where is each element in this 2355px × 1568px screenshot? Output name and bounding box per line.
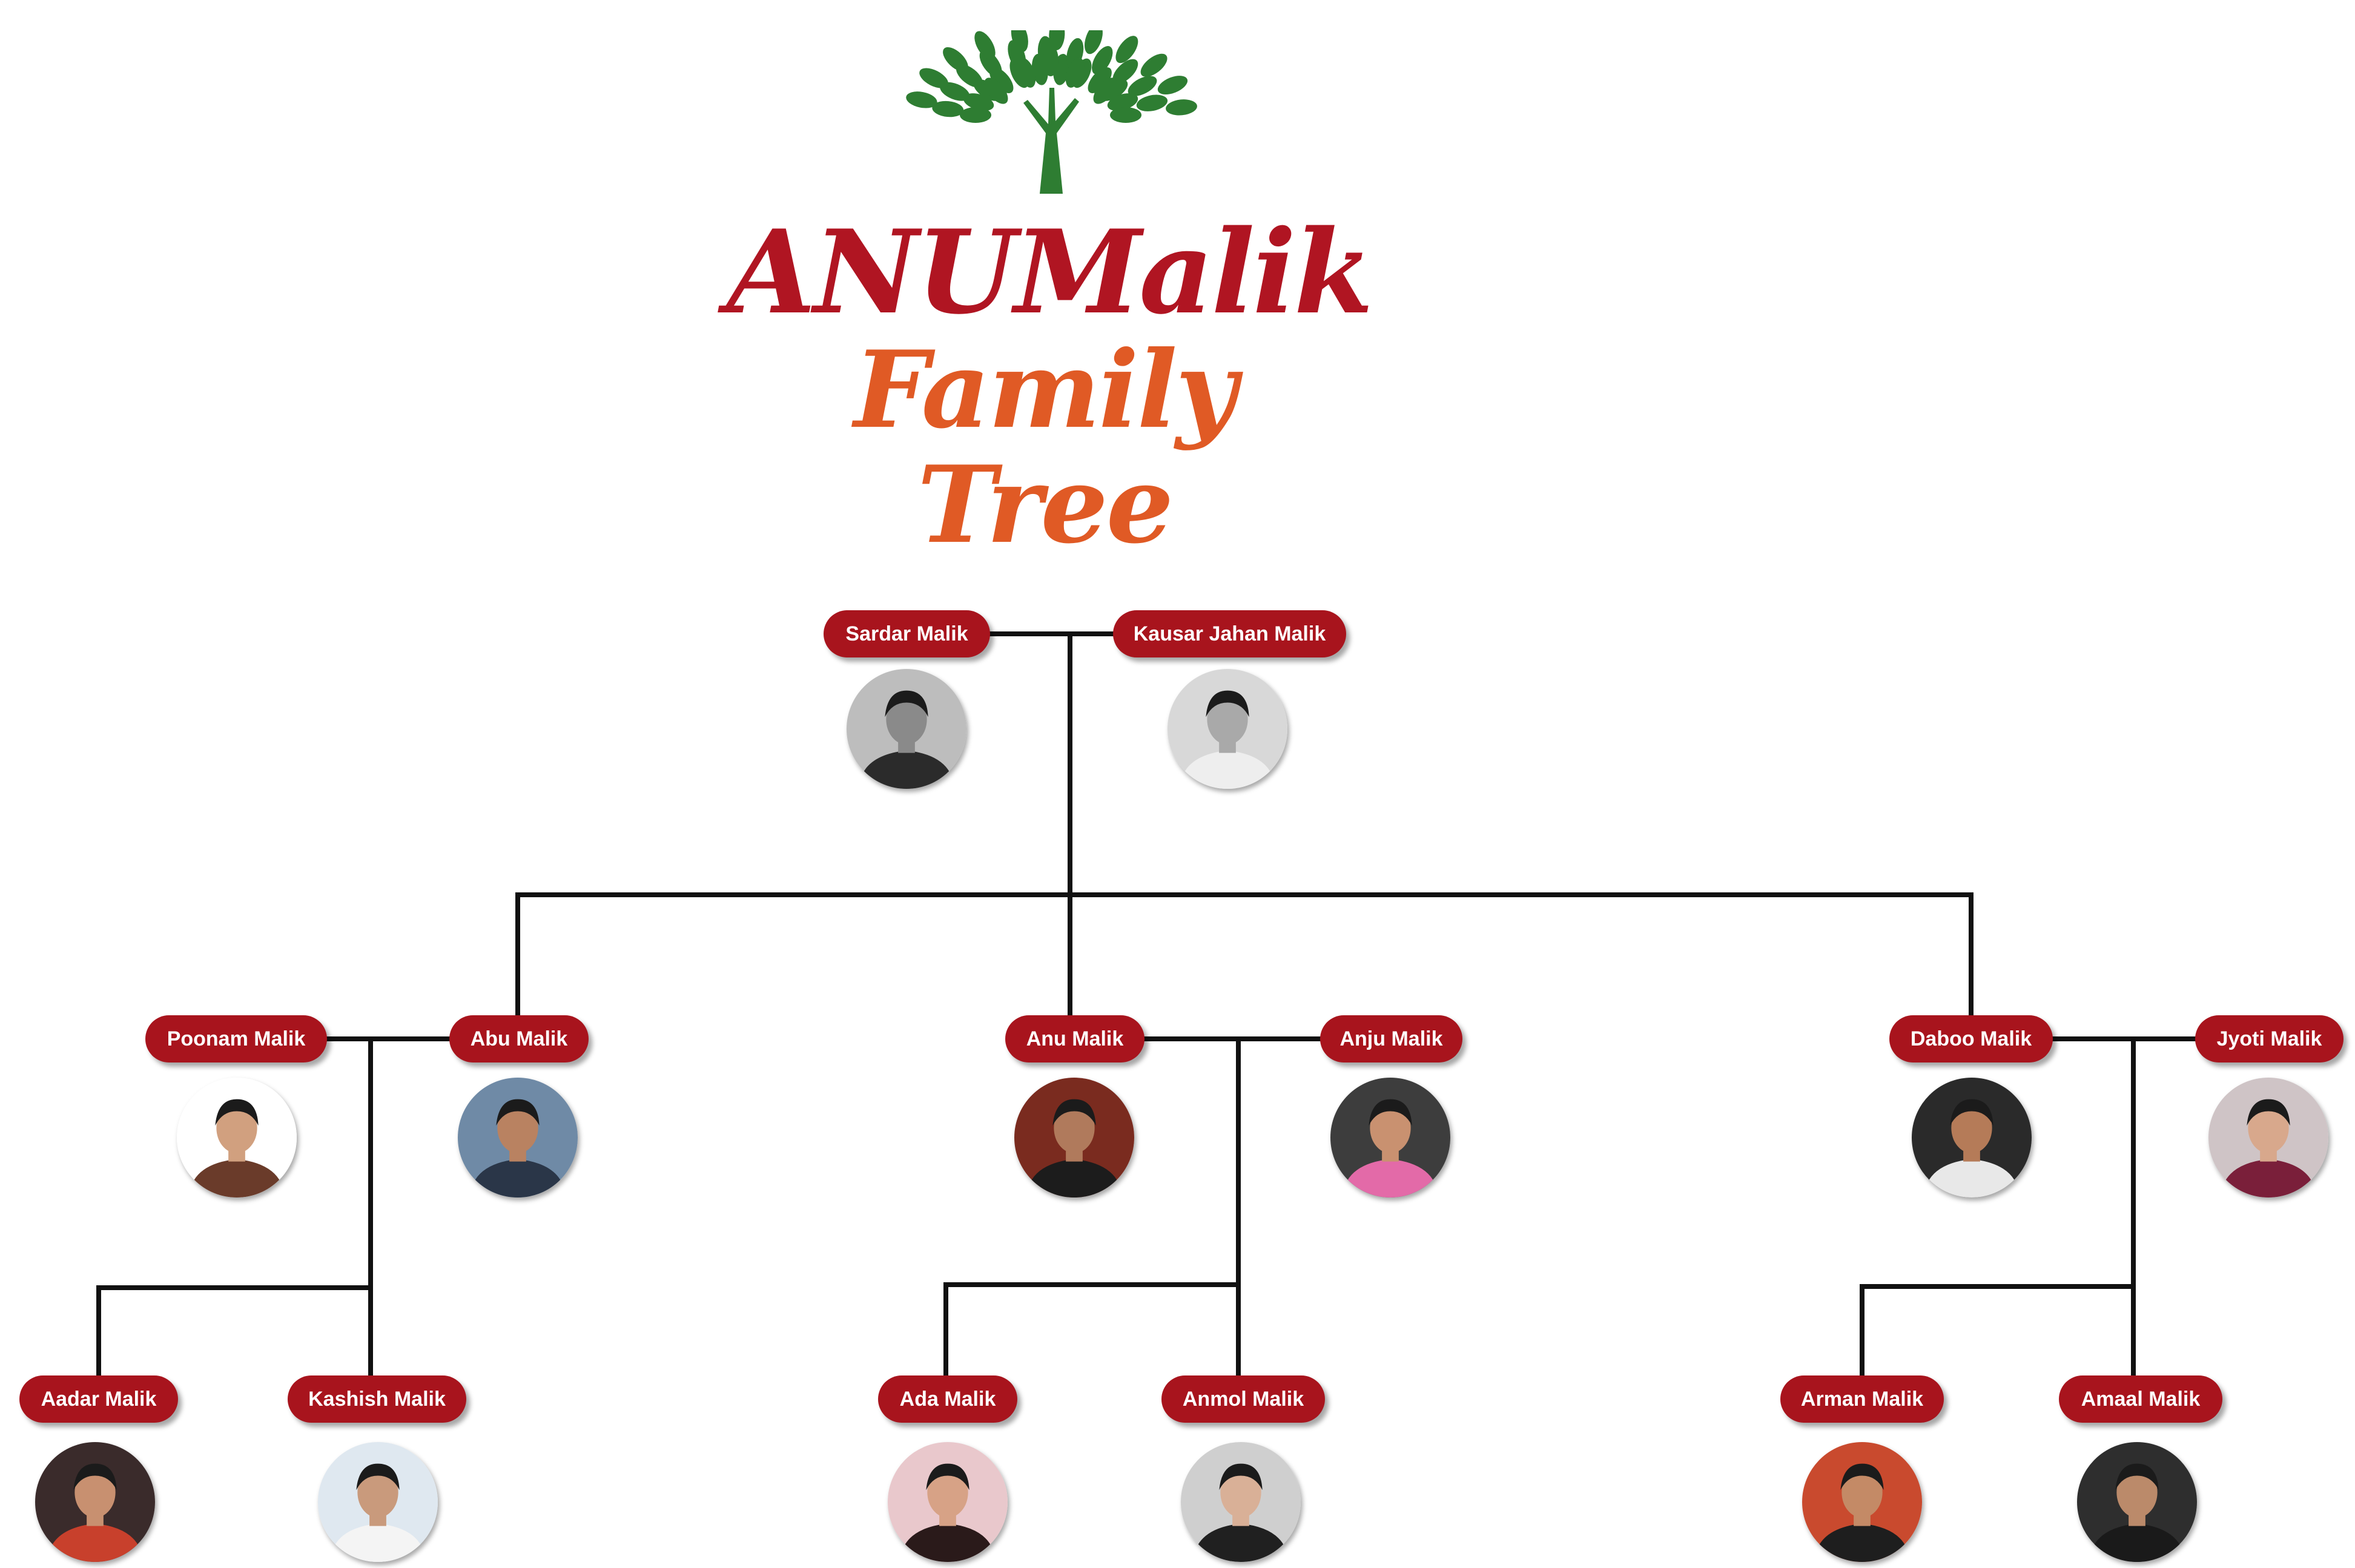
- title-line-1: ANUMalik: [727, 205, 1373, 340]
- member-daboo-photo: [1912, 1078, 2032, 1197]
- person-photo-icon: [1912, 1078, 2032, 1197]
- member-aadar-photo: [35, 1442, 155, 1562]
- person-photo-icon: [2077, 1442, 2197, 1562]
- person-photo-icon: [847, 669, 966, 789]
- member-anu-label: Anu Malik: [1005, 1015, 1144, 1062]
- member-sardar-label: Sardar Malik: [824, 610, 990, 657]
- member-daboo-label: Daboo Malik: [1889, 1015, 2053, 1062]
- person-photo-icon: [888, 1442, 1008, 1562]
- person-photo-icon: [1330, 1078, 1450, 1197]
- person-photo-icon: [458, 1078, 578, 1197]
- member-anju-photo: [1330, 1078, 1450, 1197]
- title-block: ANUMalik Family Tree: [727, 30, 1373, 563]
- member-abu-label: Abu Malik: [449, 1015, 589, 1062]
- tree-icon: [906, 30, 1197, 194]
- member-kausar-photo: [1168, 669, 1287, 789]
- person-photo-icon: [1168, 669, 1287, 789]
- person-photo-icon: [318, 1442, 438, 1562]
- member-aadar-label: Aadar Malik: [19, 1375, 178, 1423]
- member-jyoti-label: Jyoti Malik: [2195, 1015, 2343, 1062]
- member-arman-label: Arman Malik: [1780, 1375, 1944, 1423]
- member-kashish-label: Kashish Malik: [288, 1375, 466, 1423]
- member-ada-label: Ada Malik: [878, 1375, 1017, 1423]
- person-photo-icon: [177, 1078, 297, 1197]
- member-arman-photo: [1802, 1442, 1922, 1562]
- member-amaal-photo: [2077, 1442, 2197, 1562]
- member-ada-photo: [888, 1442, 1008, 1562]
- title-line-2: Family Tree: [854, 328, 1237, 567]
- member-anu-photo: [1014, 1078, 1134, 1197]
- person-photo-icon: [35, 1442, 155, 1562]
- member-sardar-photo: [847, 669, 966, 789]
- person-photo-icon: [1181, 1442, 1301, 1562]
- member-anmol-photo: [1181, 1442, 1301, 1562]
- member-amaal-label: Amaal Malik: [2059, 1375, 2222, 1423]
- member-kausar-label: Kausar Jahan Malik: [1113, 610, 1346, 657]
- member-anmol-label: Anmol Malik: [1161, 1375, 1325, 1423]
- member-poonam-photo: [177, 1078, 297, 1197]
- person-photo-icon: [1802, 1442, 1922, 1562]
- member-jyoti-photo: [2208, 1078, 2328, 1197]
- member-poonam-label: Poonam Malik: [145, 1015, 327, 1062]
- person-photo-icon: [2208, 1078, 2328, 1197]
- member-abu-photo: [458, 1078, 578, 1197]
- member-anju-label: Anju Malik: [1320, 1015, 1462, 1062]
- member-kashish-photo: [318, 1442, 438, 1562]
- person-photo-icon: [1014, 1078, 1134, 1197]
